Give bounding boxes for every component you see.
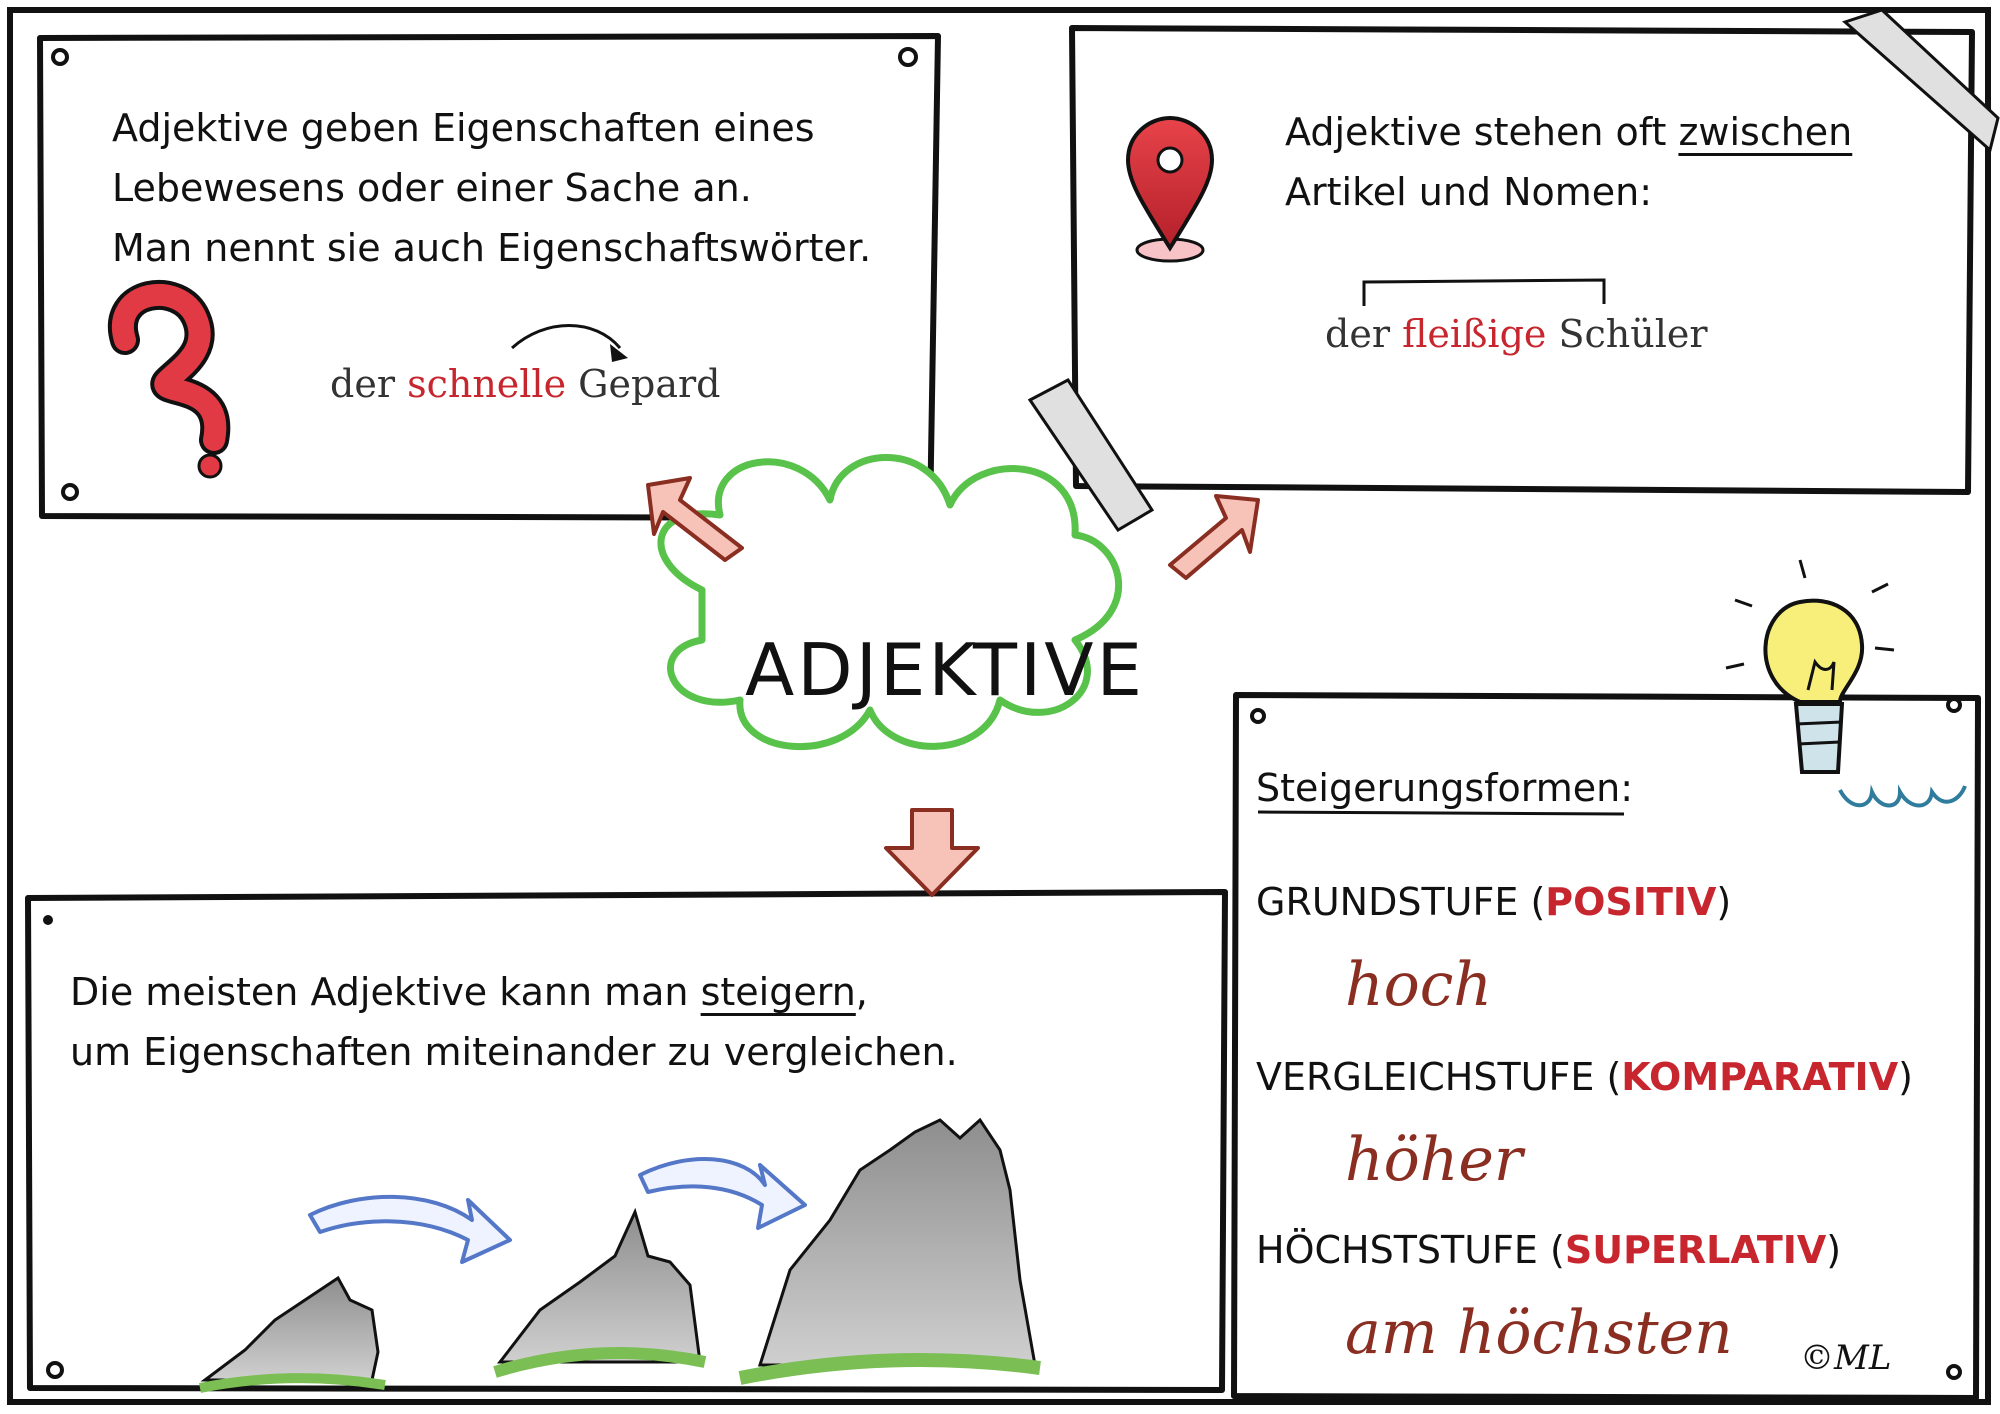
- definition-line-1: Adjektive geben Eigenschaften eines: [112, 106, 815, 150]
- heading-text: Steigerungsformen: [1256, 766, 1621, 810]
- example-noun: Schüler: [1546, 312, 1708, 356]
- copyright-initials: ML: [1834, 1338, 1892, 1378]
- example-bracket: [1362, 278, 1606, 306]
- box-top-right-frame: [1069, 25, 1975, 495]
- tape-middle: [1027, 378, 1155, 533]
- mountain-small-icon: [199, 1275, 386, 1393]
- heading-colon: :: [1620, 766, 1634, 810]
- example-adjective: schnelle: [407, 362, 567, 406]
- level-term: SUPERLATIV: [1564, 1228, 1827, 1272]
- definition-line-3: Man nennt sie auch Eigenschaftswörter.: [112, 226, 872, 270]
- level-term: POSITIV: [1545, 880, 1717, 924]
- underlined-steigern: steigern: [700, 970, 856, 1014]
- blue-arrow-2: [638, 1157, 807, 1230]
- example-arrow-icon: [510, 324, 622, 350]
- example-hoeher: höher: [1345, 1125, 1523, 1195]
- comparison-line-2: um Eigenschaften miteinander zu vergleic…: [70, 1030, 958, 1074]
- location-pin-icon: [1125, 115, 1215, 263]
- arrow-down: [884, 808, 980, 897]
- level-label: VERGLEICHSTUFE: [1256, 1055, 1595, 1099]
- example-gepard: der schnelle Gepard: [330, 362, 720, 406]
- position-line-1: Adjektive stehen oft zwischen: [1285, 102, 1852, 162]
- cloud-shape: [657, 454, 1123, 751]
- comparison-line-1-text: Die meisten Adjektive kann man: [70, 970, 701, 1014]
- position-line-2: Artikel und Nomen:: [1285, 170, 1653, 214]
- level-vergleichstufe: VERGLEICHSTUFE (KOMPARATIV): [1256, 1055, 1913, 1099]
- definition-line-2: Lebewesens oder einer Sache an.: [112, 166, 752, 210]
- level-label: HÖCHSTSTUFE: [1256, 1228, 1538, 1272]
- position-line-1-text: Adjektive stehen oft: [1285, 110, 1679, 154]
- example-hoch: hoch: [1345, 950, 1493, 1020]
- light-bulb-icon: [1725, 559, 1967, 808]
- outer-frame: [7, 7, 1991, 1405]
- arrow-up-right: [1168, 494, 1260, 580]
- example-article: der: [330, 362, 408, 406]
- question-mark-icon: [108, 280, 231, 479]
- example-schueler: der fleißige Schüler: [1325, 312, 1708, 356]
- level-hoechststufe: HÖCHSTSTUFE (SUPERLATIV): [1256, 1228, 1842, 1272]
- example-noun: Gepard: [566, 362, 721, 406]
- steigerung-heading: Steigerungsformen:: [1256, 766, 1633, 810]
- mountain-large-icon: [738, 1117, 1041, 1385]
- example-article: der: [1325, 312, 1403, 356]
- comparison-comma: ,: [855, 970, 868, 1014]
- level-label: GRUNDSTUFE: [1256, 880, 1519, 924]
- level-grundstufe: GRUNDSTUFE (POSITIV): [1256, 880, 1732, 924]
- comparison-line-1: Die meisten Adjektive kann man steigern,: [70, 962, 868, 1022]
- arrow-up-left: [646, 476, 744, 562]
- mountain-medium-icon: [493, 1207, 707, 1378]
- underlined-zwischen: zwischen: [1678, 110, 1853, 154]
- level-term: KOMPARATIV: [1621, 1055, 1899, 1099]
- box-bottom-right-frame: [1231, 692, 1981, 1401]
- example-am-hoechsten: am höchsten: [1345, 1298, 1733, 1368]
- example-adjective: fleißige: [1402, 312, 1547, 356]
- blue-arrow-1: [308, 1194, 512, 1264]
- copyright-symbol: ©: [1800, 1338, 1834, 1378]
- tape-top-right: [1842, 8, 2000, 153]
- center-title: ADJEKTIVE: [745, 628, 1146, 712]
- copyright-mark: ©ML: [1800, 1338, 1891, 1378]
